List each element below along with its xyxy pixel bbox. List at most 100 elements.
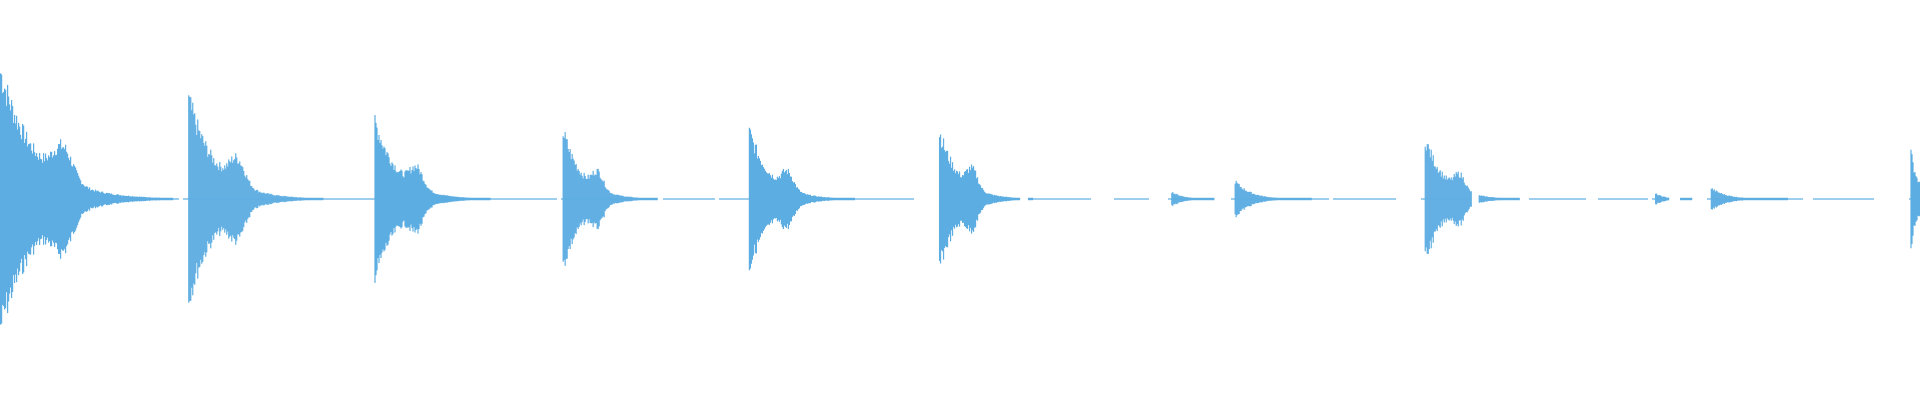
- waveform-bar: [1031, 197, 1034, 201]
- waveform-bar: [627, 196, 629, 202]
- waveform-bar: [1656, 193, 1658, 205]
- waveform-bar: [1719, 193, 1721, 205]
- waveform-bar: [1454, 176, 1456, 222]
- waveform-bar: [110, 194, 112, 204]
- waveform-bar: [1246, 191, 1248, 207]
- waveform-bar: [90, 190, 92, 208]
- waveform-bar: [486, 197, 488, 201]
- waveform-bar: [273, 195, 275, 203]
- waveform-bar: [621, 195, 623, 203]
- waveform-bar: [1767, 197, 1769, 201]
- waveform-bar: [249, 180, 251, 218]
- waveform-bar: [215, 165, 217, 233]
- waveform-bar: [774, 179, 776, 219]
- waveform-bar: [1764, 197, 1766, 201]
- waveform-bar: [1189, 197, 1191, 201]
- waveform-bar: [1299, 197, 1301, 201]
- waveform-bar: [250, 185, 252, 213]
- waveform-bar: [785, 170, 787, 228]
- waveform-bar: [1684, 197, 1686, 201]
- waveform-bar: [1200, 197, 1202, 201]
- waveform-bar: [440, 195, 442, 203]
- waveform-bar: [568, 151, 570, 247]
- waveform-bar: [640, 197, 642, 201]
- waveform-bar: [116, 194, 118, 204]
- waveform-bar: [166, 197, 168, 201]
- waveform-bar: [605, 188, 607, 210]
- waveform-bar: [572, 158, 574, 240]
- waveform-bar: [1459, 177, 1461, 221]
- waveform-bar: [1207, 197, 1209, 201]
- waveform-bar: [853, 197, 855, 201]
- waveform-bar: [65, 144, 67, 254]
- waveform-bar: [1662, 196, 1664, 202]
- waveform-bar: [478, 197, 480, 201]
- waveform-bar: [218, 170, 220, 228]
- waveform-bar: [1515, 197, 1517, 201]
- waveform-hit-6: [938, 134, 1034, 264]
- waveform-bar: [1209, 197, 1211, 201]
- waveform-bar: [754, 144, 756, 254]
- waveform-bar: [47, 160, 49, 238]
- waveform-bar: [1778, 197, 1780, 201]
- waveform-bar: [612, 194, 614, 204]
- waveform-bar: [40, 158, 42, 240]
- waveform-bar: [472, 197, 474, 201]
- waveform-bar: [1303, 197, 1305, 201]
- waveform-bar: [786, 174, 788, 224]
- waveform-bar: [147, 197, 149, 201]
- waveform-bar: [571, 153, 573, 245]
- waveform-bar: [624, 196, 626, 202]
- waveform-bar: [1442, 178, 1444, 220]
- waveform-bar: [633, 197, 635, 201]
- waveform-bar: [1762, 197, 1764, 201]
- waveform-bar: [581, 175, 583, 223]
- waveform-bar: [1434, 166, 1436, 232]
- waveform-bar: [198, 130, 200, 268]
- waveform-bar: [310, 197, 312, 201]
- waveform-bar: [969, 170, 972, 228]
- waveform-bar: [38, 159, 40, 239]
- waveform-bar: [975, 178, 978, 220]
- waveform-bar: [591, 175, 593, 223]
- waveform-bar: [1715, 190, 1717, 208]
- waveform-bar: [141, 196, 143, 202]
- waveform-bar: [1759, 197, 1761, 201]
- waveform-bar: [1689, 197, 1691, 201]
- waveform-bar: [295, 197, 297, 201]
- waveform-bar: [782, 168, 784, 230]
- waveform-bar: [236, 157, 238, 241]
- waveform-bar: [804, 193, 806, 205]
- waveform-bar: [802, 192, 804, 206]
- waveform-bar: [232, 162, 234, 236]
- waveform-bar: [796, 187, 798, 211]
- waveform-bar: [475, 197, 477, 201]
- waveform-bar: [1682, 197, 1684, 201]
- waveform-bar: [850, 197, 852, 201]
- waveform-bar: [309, 197, 311, 201]
- waveform-bar: [255, 190, 257, 208]
- waveform-bar: [380, 139, 382, 259]
- waveform-bar: [391, 162, 393, 236]
- waveform-bar: [375, 122, 377, 276]
- waveform-bar: [0, 73, 2, 325]
- waveform-bar: [756, 158, 758, 240]
- waveform-bar: [93, 190, 95, 208]
- waveform-bar: [105, 193, 107, 205]
- waveform-bar: [590, 174, 592, 224]
- waveform-bar: [615, 194, 617, 204]
- waveform-bar: [134, 196, 136, 202]
- waveform-bar: [142, 197, 144, 201]
- waveform-bar: [750, 134, 752, 264]
- waveform-bar: [140, 196, 142, 202]
- waveform-bar: [776, 176, 778, 222]
- waveform-bar: [604, 186, 606, 212]
- waveform-bar: [1433, 166, 1435, 232]
- waveform-bar: [1201, 197, 1203, 201]
- waveform-bar: [252, 187, 254, 211]
- waveform-bar: [951, 162, 954, 236]
- waveform-bar: [251, 186, 253, 212]
- waveform-bar: [755, 144, 757, 254]
- waveform-bar: [1687, 197, 1689, 201]
- waveform-bar: [376, 127, 378, 271]
